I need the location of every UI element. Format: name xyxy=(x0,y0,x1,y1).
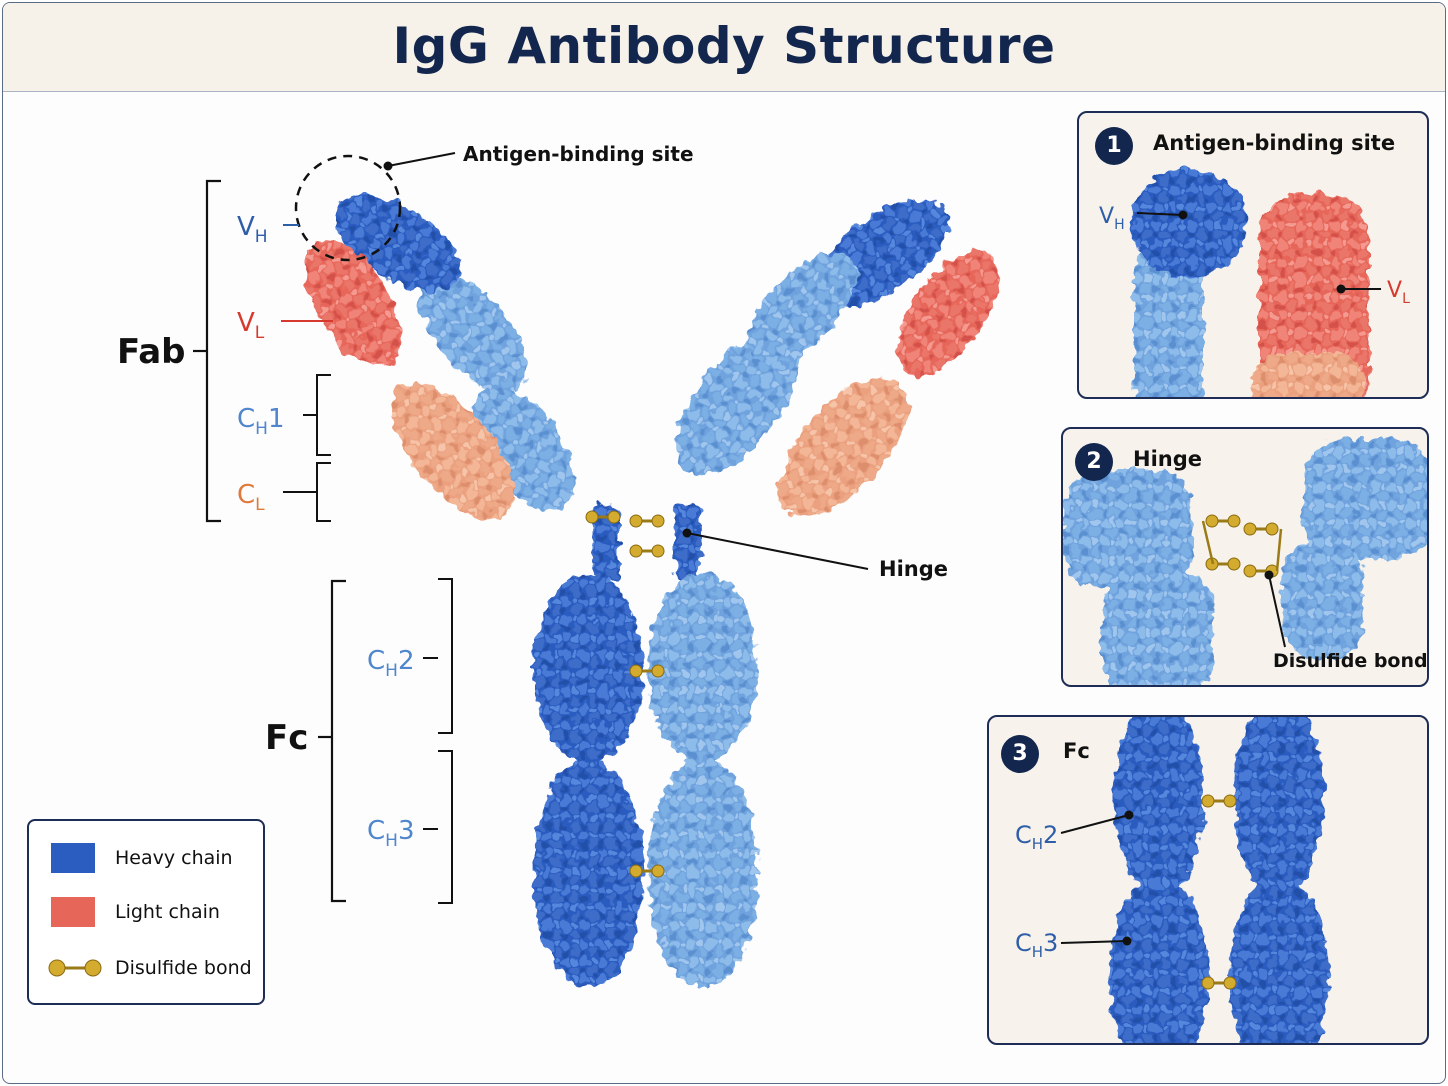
hinge-chains xyxy=(593,503,701,583)
legend-label-heavy-chain: Heavy chain xyxy=(115,847,233,869)
panel-3-illustration: CH2 CH3 xyxy=(1015,717,1329,1043)
legend-label-disulfide-bond: Disulfide bond xyxy=(115,957,252,979)
left-heavy-mid-domain xyxy=(419,273,527,393)
antigen-site-leader xyxy=(387,152,456,167)
ch2-label: CH2 xyxy=(367,646,415,681)
panel-2-illustration: Disulfide bond xyxy=(1063,439,1427,685)
fc-ch2-heavy-1 xyxy=(533,573,643,763)
disulfide-bond-icon xyxy=(48,959,102,977)
panel-3-number-badge: 3 xyxy=(1001,735,1039,773)
panel-2-bond-label: Disulfide bond xyxy=(1273,650,1427,672)
panel-1-vh-label: VH xyxy=(1099,204,1125,233)
vl-label: VL xyxy=(237,308,265,343)
ch2-bond xyxy=(628,663,666,679)
left-vl-domain xyxy=(306,239,400,367)
cl-label: CL xyxy=(237,480,265,515)
right-vl-domain xyxy=(897,250,999,376)
panel-hinge: Disulfide bond 2 Hinge xyxy=(1061,427,1429,687)
panel-2-number-badge: 2 xyxy=(1075,443,1113,481)
ch3-bracket xyxy=(438,750,453,904)
fab-label: Fab xyxy=(117,332,186,372)
left-ch1-domain xyxy=(472,386,574,510)
light-chain-swatch xyxy=(51,897,95,927)
panel-3-title: Fc xyxy=(1063,739,1090,763)
fab-bracket xyxy=(205,179,221,523)
right-cl-domain xyxy=(778,378,908,518)
panel-1-illustration: VH VL xyxy=(1099,168,1410,397)
antibody-illustration: Antigen-binding site Hinge Fab VH VL CH1… xyxy=(117,142,999,988)
ch1-bracket xyxy=(316,374,331,456)
ch2-bracket xyxy=(438,578,453,734)
left-cl-domain xyxy=(392,383,514,519)
hinge-bond-2 xyxy=(628,543,666,559)
legend-label-light-chain: Light chain xyxy=(115,901,220,923)
left-fab-arm xyxy=(306,194,574,519)
antigen-site-label: Antigen-binding site xyxy=(463,142,694,166)
ch3-bond xyxy=(628,863,666,879)
hinge-leader xyxy=(686,532,869,570)
fc-bracket xyxy=(330,579,346,903)
legend: Heavy chain Light chain Disulfide bond xyxy=(27,819,265,1005)
panel-1-number-badge: 1 xyxy=(1095,127,1133,165)
page-title: IgG Antibody Structure xyxy=(392,17,1056,75)
panel-antigen-binding-site: VH VL 1 Antigen-binding site xyxy=(1077,111,1429,399)
fc-ch3-heavy-1 xyxy=(533,758,643,988)
left-vh-domain xyxy=(335,194,461,292)
antigen-site-circle xyxy=(294,154,402,262)
fc-ch3-heavy-2 xyxy=(648,758,758,988)
panel-3-ch3-label: CH3 xyxy=(1015,929,1058,961)
panel-2-title: Hinge xyxy=(1133,447,1202,471)
vh-label: VH xyxy=(237,212,268,247)
fc-ch2-heavy-2 xyxy=(648,573,758,763)
panel-fc: CH2 CH3 3 Fc xyxy=(987,715,1429,1045)
hinge-label: Hinge xyxy=(879,557,948,581)
panel-1-title: Antigen-binding site xyxy=(1153,131,1396,155)
fc-region xyxy=(533,573,758,988)
panel-3-ch2-label: CH2 xyxy=(1015,821,1058,853)
panel-2-bonds xyxy=(1201,513,1283,579)
hinge-bond-1 xyxy=(628,513,666,529)
title-bar: IgG Antibody Structure xyxy=(3,3,1445,92)
right-ch1-domain xyxy=(676,331,800,475)
cl-bracket xyxy=(316,462,331,522)
right-fab-arm xyxy=(676,199,999,518)
ch1-label: CH1 xyxy=(237,404,285,439)
fc-label: Fc xyxy=(265,718,308,758)
ch3-label: CH3 xyxy=(367,816,415,851)
heavy-chain-swatch xyxy=(51,843,95,873)
right-heavy-mid-domain xyxy=(747,252,859,364)
panel-1-vl-label: VL xyxy=(1387,278,1410,307)
